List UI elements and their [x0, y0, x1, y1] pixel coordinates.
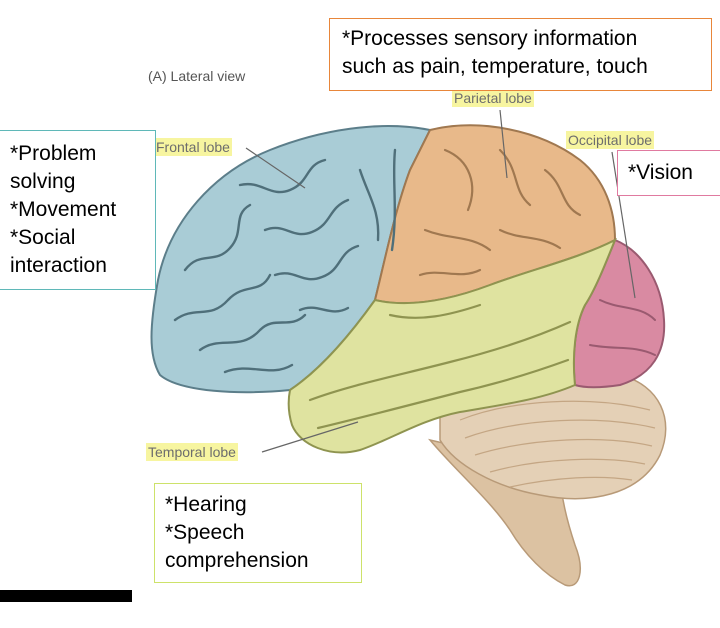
temporal-function-line: comprehension	[165, 549, 309, 572]
occipital-function-line: *Vision	[628, 161, 693, 184]
occipital-lobe-label: Occipital lobe	[566, 131, 655, 149]
temporal-leader-line	[261, 421, 359, 453]
view-title: (A) Lateral view	[148, 68, 246, 84]
temporal-lobe-label-text: Temporal lobe	[146, 443, 238, 461]
temporal-lobe	[287, 237, 617, 454]
frontal-function-line: *Social	[10, 226, 76, 249]
frontal-function-line: interaction	[10, 254, 107, 277]
frontal-function-line: *Problem	[10, 142, 97, 165]
parietal-lobe-label: Parietal lobe	[452, 89, 534, 107]
parietal-function-box: *Processes sensory information such as p…	[329, 18, 712, 91]
parietal-lobe-label-text: Parietal lobe	[452, 89, 534, 107]
frontal-function-line: *Movement	[10, 198, 117, 221]
frontal-lobe-label: Frontal lobe	[154, 138, 232, 156]
temporal-function-line: *Hearing	[165, 493, 247, 516]
frontal-function-line: solving	[10, 170, 76, 193]
black-bar	[0, 590, 132, 602]
temporal-function-box: *Hearing *Speech comprehension	[154, 483, 362, 583]
frontal-lobe-label-text: Frontal lobe	[154, 138, 232, 156]
occipital-function-box: *Vision	[617, 150, 720, 196]
parietal-function-line: *Processes sensory information	[342, 27, 638, 50]
occipital-lobe-label-text: Occipital lobe	[566, 131, 655, 149]
frontal-leader-line	[245, 147, 306, 189]
temporal-function-line: *Speech	[165, 521, 245, 544]
occipital-leader-line	[611, 151, 636, 299]
temporal-lobe-label: Temporal lobe	[146, 443, 238, 461]
frontal-function-box: *Problem solving *Movement *Social inter…	[0, 130, 156, 290]
parietal-leader-line	[499, 109, 508, 179]
parietal-function-line: such as pain, temperature, touch	[342, 55, 648, 78]
